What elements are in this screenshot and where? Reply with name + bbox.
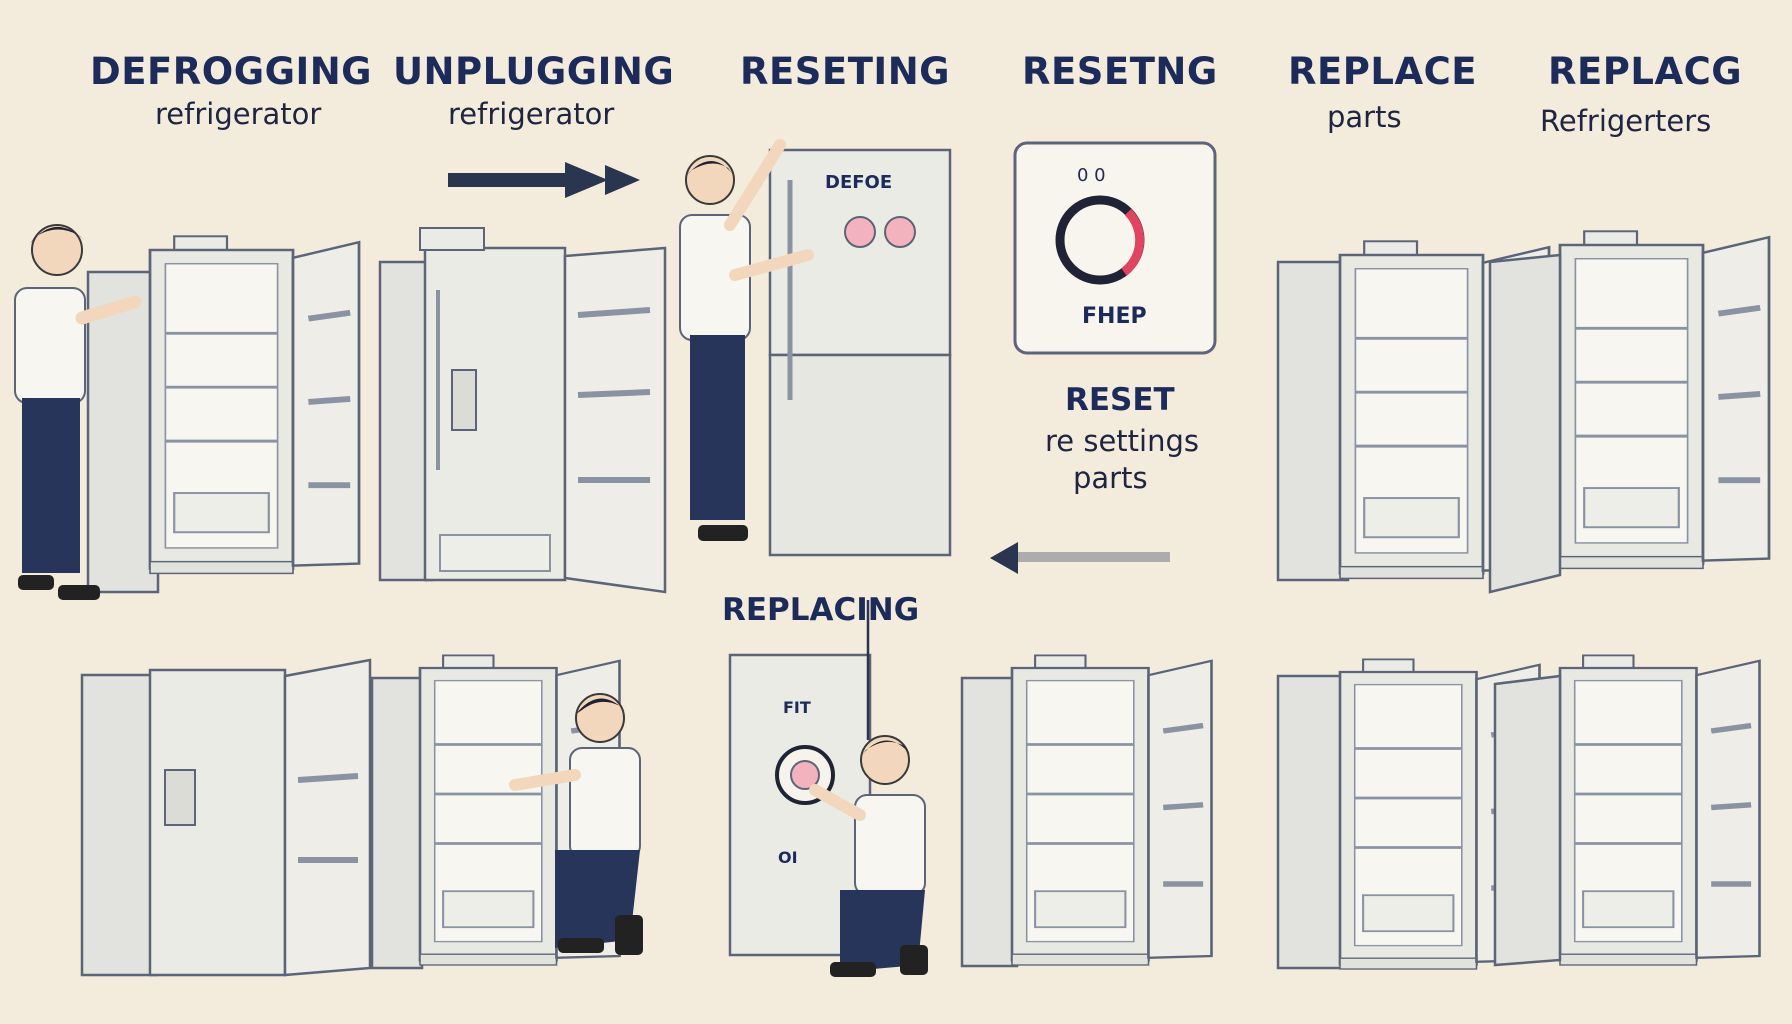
person-resetting: [679, 139, 814, 541]
fridge-bottom-6: [1493, 655, 1760, 965]
step-subtitle-replace: parts: [1327, 100, 1402, 134]
reset-line-1: re settings: [1045, 424, 1199, 458]
step-title-resetng: RESETNG: [1022, 50, 1218, 93]
fridge-top-1: [86, 236, 359, 594]
fridge-panel-label: DEFOE: [825, 172, 893, 193]
person-replacing-shelf: [509, 693, 643, 955]
step-subtitle-defrogging: refrigerator: [155, 97, 322, 131]
bottom-fridge-label-bottom: OI: [778, 848, 798, 867]
fridge-top-5: [1276, 241, 1549, 580]
step-title-defrogging: DEFROGGING: [90, 50, 373, 93]
replacing-label: REPLACING: [722, 592, 920, 628]
arrow-right-icon: [448, 162, 640, 198]
dial-label: FHEP: [1082, 304, 1147, 329]
person-defrosting: [14, 224, 142, 600]
person-replacing-knob: [809, 735, 928, 977]
fridge-bottom-2: [370, 655, 620, 970]
step-subtitle-unplugging: refrigerator: [448, 97, 615, 131]
step-subtitle-replacg: Refrigerters: [1540, 104, 1712, 138]
bottom-fridge-label-top: FIT: [783, 698, 811, 717]
step-title-replacg: REPLACG: [1548, 50, 1743, 93]
reset-line-2: parts: [1073, 461, 1148, 495]
step-title-unplugging: UNPLUGGING: [393, 50, 675, 93]
fridge-top-2: [378, 227, 667, 594]
fridge-bottom-1: [80, 658, 372, 977]
dial-panel: [1013, 141, 1217, 355]
reset-fridge: [768, 148, 952, 557]
step-title-reseting: RESETING: [740, 50, 951, 93]
fridge-bottom-5: [1276, 659, 1540, 969]
fridge-top-6: [1488, 231, 1769, 594]
dial-marks: 0 0: [1077, 165, 1106, 186]
arrow-left-icon: [990, 542, 1170, 574]
fridge-bottom-4: [960, 655, 1212, 966]
step-title-replace: REPLACE: [1288, 50, 1478, 93]
reset-title: RESET: [1065, 382, 1175, 418]
